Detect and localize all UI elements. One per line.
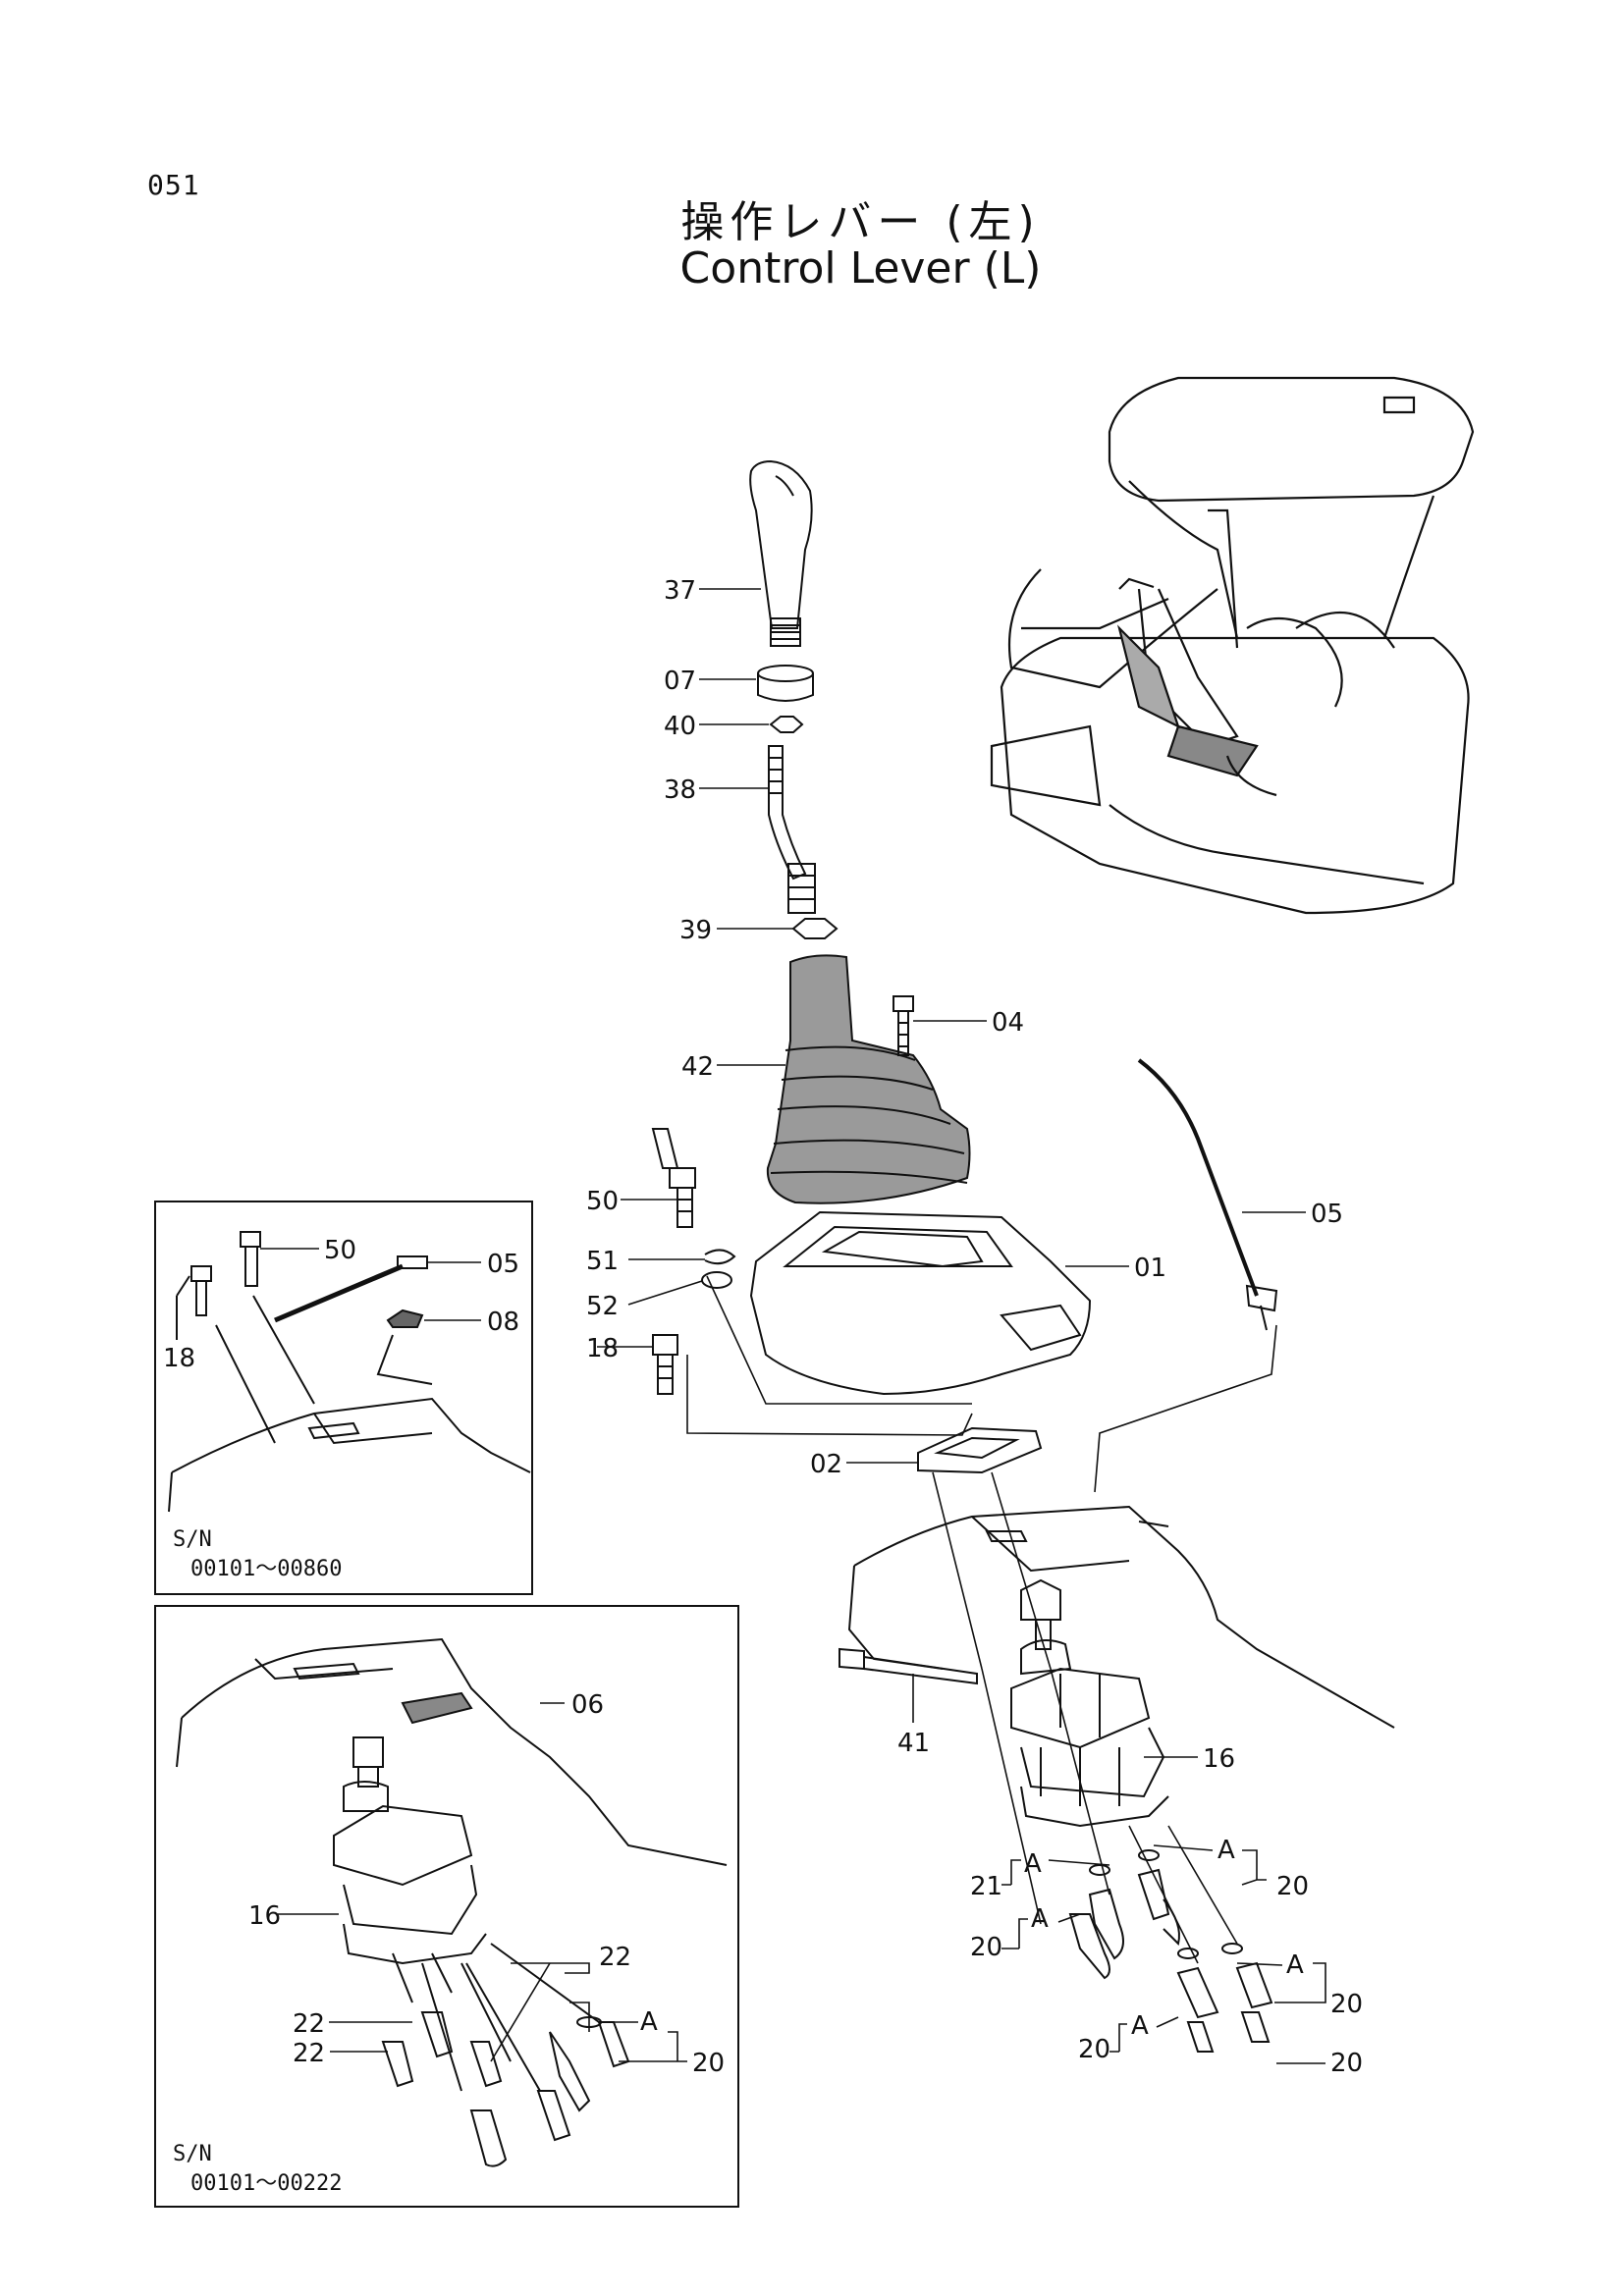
inset-top-sn-label: S/N (173, 1527, 212, 1552)
page-number: 051 (147, 169, 200, 201)
part-41-cable-tie (839, 1647, 978, 1685)
main-callouts: 37 07 40 38 39 04 42 05 50 01 51 52 18 0… (586, 576, 1363, 2078)
part-05-cable-tie (1137, 1058, 1278, 1331)
leader-lines-main (597, 588, 1306, 1758)
cab-overview-illustration (990, 376, 1475, 915)
callout-01: 01 (1134, 1254, 1166, 1283)
title-japanese: 操作レバー (左) (680, 197, 1041, 247)
part-40-nut (769, 716, 804, 733)
part-04-bolt (893, 995, 914, 1056)
part-50-stud (651, 1128, 696, 1228)
inset-top-sn-range: 00101～00860 (190, 1557, 343, 1581)
inset-bottom-callout-22-b: 22 (293, 2009, 325, 2039)
inset-bottom-callout-16: 16 (248, 1901, 281, 1931)
inset-top-serial: S/N 00101～00860 (173, 1525, 342, 1584)
callout-41: 41 (897, 1729, 930, 1758)
title-english: Control Lever (L) (679, 243, 1042, 294)
callout-51: 51 (586, 1247, 619, 1276)
callout-18: 18 (586, 1334, 619, 1363)
part-16-pilot-valve (1010, 1578, 1169, 1828)
inset-bottom-serial: S/N 00101～00222 (173, 2140, 342, 2199)
callout-a-3: A (1031, 1904, 1049, 1934)
inset-top: 50 05 08 18 (154, 1201, 533, 1595)
callout-a-2: A (1217, 1836, 1235, 1865)
inset-bottom-callout-06: 06 (571, 1690, 604, 1720)
part-07-collar (757, 665, 814, 702)
inset-bottom-callout-20: 20 (692, 2049, 725, 2078)
inset-top-callout-05: 05 (487, 1250, 519, 1279)
inset-top-callout-18: 18 (163, 1344, 195, 1373)
callout-02: 02 (810, 1450, 842, 1479)
inset-top-callout-08: 08 (487, 1308, 519, 1337)
callout-21: 21 (970, 1872, 1002, 1901)
inset-bottom-callout-22-c: 22 (293, 2039, 325, 2068)
part-01-cover (749, 1210, 1092, 1396)
part-42-boot (766, 954, 971, 1204)
callout-42: 42 (681, 1052, 714, 1082)
callout-07: 07 (664, 667, 696, 696)
part-37-grip (749, 459, 813, 647)
inset-bottom-sn-range: 00101～00222 (190, 2171, 343, 2196)
a-brackets-main (1001, 1844, 1326, 2064)
console-base (847, 1505, 1395, 1729)
callout-52: 52 (586, 1292, 619, 1321)
callout-20-a: 20 (1276, 1872, 1309, 1901)
callout-20-e: 20 (1330, 2049, 1363, 2078)
inset-bottom: 06 16 22 22 22 20 A (154, 1605, 739, 2208)
inset-bottom-sn-label: S/N (173, 2142, 212, 2166)
callout-20-b: 20 (970, 1933, 1002, 1962)
part-39-nut (791, 918, 839, 939)
part-52-washer (701, 1271, 732, 1289)
callout-05: 05 (1311, 1200, 1343, 1229)
callout-50: 50 (586, 1187, 619, 1216)
inset-bottom-callout-a: A (640, 2007, 658, 2037)
callout-16: 16 (1203, 1744, 1235, 1774)
inset-top-callout-50: 50 (324, 1236, 356, 1265)
part-51-snap-ring (704, 1249, 736, 1265)
callout-38: 38 (664, 775, 696, 805)
part-38-lever-rod (768, 745, 816, 914)
callout-39: 39 (679, 916, 712, 945)
callout-40: 40 (664, 712, 696, 741)
callout-20-c: 20 (1330, 1990, 1363, 2019)
callout-04: 04 (992, 1008, 1024, 1038)
callout-20-d: 20 (1078, 2035, 1110, 2064)
inset-bottom-callout-22-a: 22 (599, 1943, 631, 1972)
part-02-plate (917, 1426, 1043, 1474)
part-18-bolt (652, 1334, 678, 1395)
callout-a-1: A (1024, 1849, 1042, 1879)
callout-a-4: A (1286, 1950, 1304, 1980)
callout-a-5: A (1131, 2011, 1149, 2041)
callout-37: 37 (664, 576, 696, 606)
